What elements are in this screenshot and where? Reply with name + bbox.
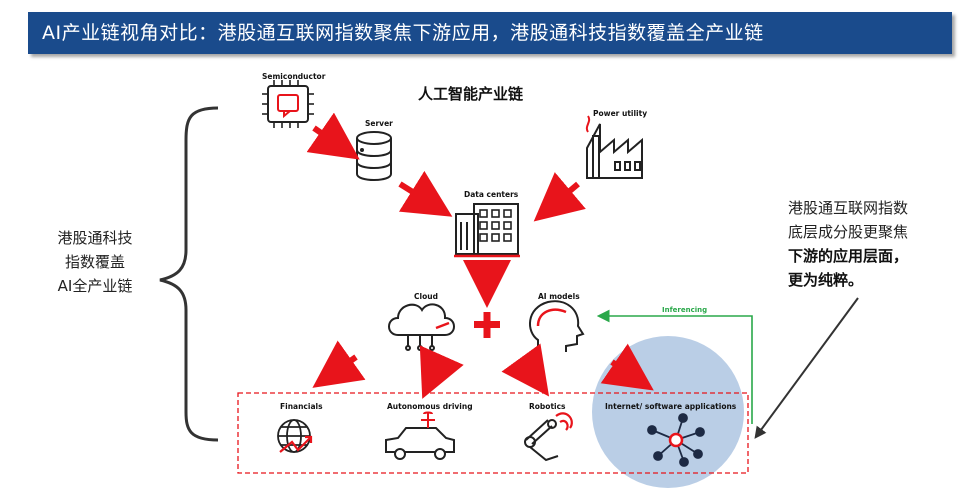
chain-title: 人工智能产业链 bbox=[418, 85, 524, 103]
network-hub-icon bbox=[647, 413, 705, 467]
autonomous-car-icon bbox=[385, 411, 455, 460]
semiconductor-chip-icon bbox=[262, 80, 314, 128]
ai-head-icon bbox=[529, 300, 585, 352]
right-note-line3: 下游的应用层面， bbox=[788, 247, 909, 265]
arrow-to-robotics bbox=[501, 343, 550, 397]
label-autonomous-driving: Autonomous driving bbox=[387, 402, 473, 411]
power-utility-factory-icon bbox=[585, 115, 643, 179]
arrow-power-to-datacenter bbox=[533, 172, 586, 222]
label-power-utility: Power utility bbox=[593, 109, 648, 118]
label-inferencing: Inferencing bbox=[662, 306, 708, 314]
left-brace bbox=[159, 106, 219, 442]
page-title: AI产业链视角对比：港股通互联网指数聚焦下游应用，港股通科技指数覆盖全产业链 bbox=[42, 22, 764, 44]
left-note-line2: 指数覆盖 bbox=[64, 253, 125, 271]
data-center-building-icon bbox=[454, 203, 520, 258]
arrow-server-to-datacenter bbox=[398, 170, 453, 217]
arrow-to-autonomous bbox=[419, 345, 464, 399]
note-pointer-arrow bbox=[754, 297, 859, 439]
internet-highlight-circle bbox=[592, 336, 744, 488]
label-data-centers: Data centers bbox=[464, 190, 519, 199]
label-internet-apps: Internet/ software applications bbox=[605, 402, 737, 411]
title-banner: AI产业链视角对比：港股通互联网指数聚焦下游应用，港股通科技指数覆盖全产业链 bbox=[28, 12, 952, 54]
right-note-line4: 更为纯粹。 bbox=[788, 271, 864, 289]
label-ai-models: AI models bbox=[538, 292, 580, 301]
right-note-line2: 底层成分股更聚焦 bbox=[788, 223, 909, 241]
flow-arrows bbox=[306, 112, 654, 399]
right-note-line1: 港股通互联网指数 bbox=[788, 199, 909, 217]
applications-dashed-box bbox=[237, 392, 749, 474]
label-server: Server bbox=[365, 119, 393, 128]
left-note-line1: 港股通科技 bbox=[57, 229, 133, 247]
label-robotics: Robotics bbox=[529, 402, 566, 411]
financials-globe-icon bbox=[277, 419, 313, 453]
left-note: 港股通科技 指数覆盖 AI全产业链 bbox=[30, 226, 160, 298]
right-note: 港股通互联网指数 底层成分股更聚焦 下游的应用层面， 更为纯粹。 bbox=[788, 196, 960, 292]
label-semiconductor: Semiconductor bbox=[262, 72, 326, 81]
server-icon bbox=[356, 131, 392, 181]
robotics-arm-icon bbox=[524, 412, 573, 462]
cloud-icon bbox=[388, 303, 455, 351]
plus-icon bbox=[474, 312, 500, 338]
arrow-to-internet bbox=[600, 343, 654, 391]
arrow-to-financials bbox=[312, 340, 366, 388]
label-cloud: Cloud bbox=[414, 292, 438, 301]
inferencing-arrow bbox=[596, 309, 753, 424]
arrow-semiconductor-to-server bbox=[306, 112, 360, 160]
label-financials: Financials bbox=[280, 402, 323, 411]
left-note-line3: AI全产业链 bbox=[57, 277, 133, 295]
